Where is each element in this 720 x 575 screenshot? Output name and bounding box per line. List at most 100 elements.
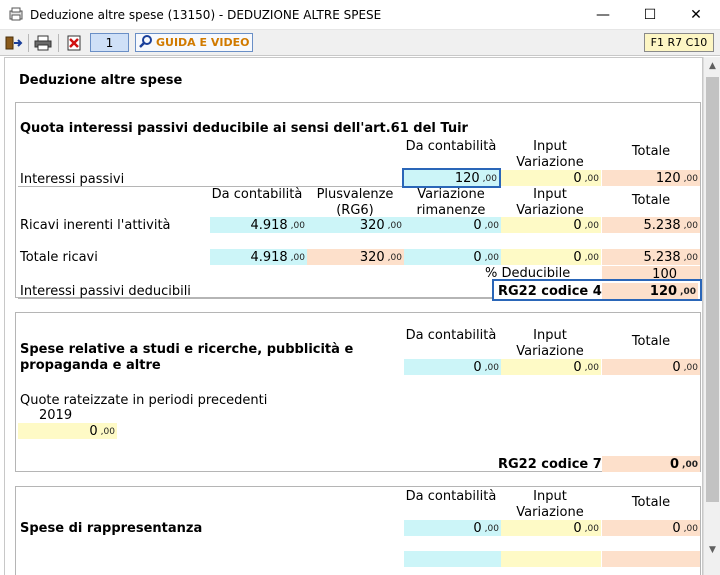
cell-decimals: ,00 xyxy=(387,221,402,231)
ricavi-variazione-field: 0,00 xyxy=(404,217,501,233)
studi-input-field[interactable]: 0,00 xyxy=(501,359,601,375)
print-icon[interactable] xyxy=(32,33,54,53)
close-button[interactable]: ✕ xyxy=(690,7,702,23)
column-header: Variazione rimanenze xyxy=(416,187,486,218)
perc-deducibile-field: 100 xyxy=(602,266,700,282)
rg22-code7-label: RG22 codice 7 xyxy=(498,457,602,472)
cell-value: 0 xyxy=(573,217,582,233)
column-header: Totale xyxy=(631,193,671,208)
section-interessi-passivi xyxy=(15,102,701,298)
cell-decimals: ,00 xyxy=(484,253,499,263)
cell-value: 120 xyxy=(655,170,681,186)
column-header: Input Variazione xyxy=(516,187,584,218)
toolbar-separator xyxy=(58,34,59,52)
cell-value: 120 xyxy=(454,170,480,186)
cell-decimals: ,00 xyxy=(584,253,599,263)
cell-value: 4.918 xyxy=(250,217,288,233)
totale-ricavi-contabilita-field: 4.918,00 xyxy=(210,249,307,265)
studi-totale-field: 0,00 xyxy=(602,359,700,375)
ricavi-contabilita-field: 4.918,00 xyxy=(210,217,307,233)
column-header: Da contabilità xyxy=(211,187,303,202)
cell-decimals: ,00 xyxy=(584,221,599,231)
title-bar: Deduzione altre spese (13150) - DEDUZION… xyxy=(0,0,720,30)
search-icon xyxy=(139,34,153,51)
cell-value: 0 xyxy=(672,520,681,536)
column-header: Totale xyxy=(631,144,671,159)
page-number-field[interactable]: 1 xyxy=(90,33,129,52)
exit-icon[interactable] xyxy=(3,33,25,53)
minimize-button[interactable]: — xyxy=(596,7,610,23)
column-header: Da contabilità xyxy=(405,489,497,504)
cell-value: 0 xyxy=(473,249,482,265)
code-badge[interactable]: F1 R7 C10 xyxy=(644,33,714,52)
vertical-scrollbar[interactable]: ▲ ▼ xyxy=(703,57,720,575)
section-spese-studi-ricerche xyxy=(15,312,701,472)
quote-rateizzate-label: Quote rateizzate in periodi precedenti xyxy=(20,393,268,408)
cell-value: 0 xyxy=(573,170,582,186)
delete-icon[interactable] xyxy=(63,33,85,53)
cell-decimals: ,00 xyxy=(387,253,402,263)
rappresentanza-input-field[interactable]: 0,00 xyxy=(501,520,601,536)
cell-decimals: ,00 xyxy=(290,253,305,263)
page-heading: Deduzione altre spese xyxy=(19,73,183,88)
column-header: Input Variazione xyxy=(516,328,584,359)
cell-value: 320 xyxy=(359,217,385,233)
totale-ricavi-totale-field: 5.238,00 xyxy=(602,249,700,265)
cell-value: 120 xyxy=(649,283,678,299)
toolbar-separator xyxy=(28,34,29,52)
cell-decimals: ,00 xyxy=(584,174,599,184)
form-content: Deduzione altre spese Quota interessi pa… xyxy=(4,57,703,575)
rg22-code4-field: 120,00 xyxy=(602,283,698,299)
scroll-up-icon[interactable]: ▲ xyxy=(709,60,716,71)
totale-ricavi-input-field[interactable]: 0,00 xyxy=(501,249,601,265)
quote-2019-field[interactable]: 0,00 xyxy=(18,423,117,439)
scroll-down-icon[interactable]: ▼ xyxy=(709,544,716,555)
guide-video-label: GUIDA E VIDEO xyxy=(156,36,250,49)
cell-decimals: ,00 xyxy=(484,221,499,231)
interessi-contabilita-field[interactable]: 120,00 xyxy=(402,168,501,188)
app-icon xyxy=(9,7,23,21)
next-row-input-field[interactable] xyxy=(501,551,601,567)
row-underline xyxy=(18,298,492,299)
studi-contabilita-field: 0,00 xyxy=(404,359,501,375)
cell-value: 0 xyxy=(473,359,482,375)
ricavi-input-field[interactable]: 0,00 xyxy=(501,217,601,233)
row-label: Totale ricavi xyxy=(20,250,98,265)
scrollbar-thumb[interactable] xyxy=(706,77,719,502)
column-header: Totale xyxy=(631,495,671,510)
rappresentanza-contabilita-field: 0,00 xyxy=(404,520,501,536)
window-title: Deduzione altre spese (13150) - DEDUZION… xyxy=(30,8,382,22)
cell-value: 0 xyxy=(473,217,482,233)
cell-value: 0 xyxy=(89,423,98,439)
cell-decimals: ,00 xyxy=(683,363,698,373)
cell-value: 5.238 xyxy=(643,249,681,265)
maximize-button[interactable]: ☐ xyxy=(643,7,657,23)
cell-decimals: ,00 xyxy=(290,221,305,231)
cell-decimals: ,00 xyxy=(584,524,599,534)
cell-value: 100 xyxy=(652,266,677,282)
cell-value: 0 xyxy=(573,520,582,536)
guide-video-button[interactable]: GUIDA E VIDEO xyxy=(135,33,253,52)
row-underline xyxy=(18,186,408,187)
cell-decimals: ,00 xyxy=(683,253,698,263)
totale-ricavi-plusvalenze-field: 320,00 xyxy=(307,249,404,265)
cell-value: 0 xyxy=(670,456,680,472)
column-header: Input Variazione xyxy=(516,489,584,520)
column-header: Da contabilità xyxy=(405,139,497,154)
next-row-contabilita-field xyxy=(404,551,501,567)
row-label: Ricavi inerenti l'attività xyxy=(20,218,171,233)
cell-decimals: ,00 xyxy=(680,287,696,297)
cell-value: 0 xyxy=(573,249,582,265)
row-label: Interessi passivi deducibili xyxy=(20,284,191,299)
column-header: Plusvalenze (RG6) xyxy=(316,187,394,218)
interessi-input-field[interactable]: 0,00 xyxy=(501,170,601,186)
rappresentanza-totale-field: 0,00 xyxy=(602,520,700,536)
column-header: Da contabilità xyxy=(405,328,497,343)
cell-decimals: ,00 xyxy=(482,174,497,184)
column-header: Input Variazione xyxy=(516,139,584,170)
cell-decimals: ,00 xyxy=(484,524,499,534)
cell-value: 0 xyxy=(672,359,681,375)
interessi-totale-field: 120,00 xyxy=(602,170,700,186)
row-label: Interessi passivi xyxy=(20,172,125,187)
cell-decimals: ,00 xyxy=(584,363,599,373)
